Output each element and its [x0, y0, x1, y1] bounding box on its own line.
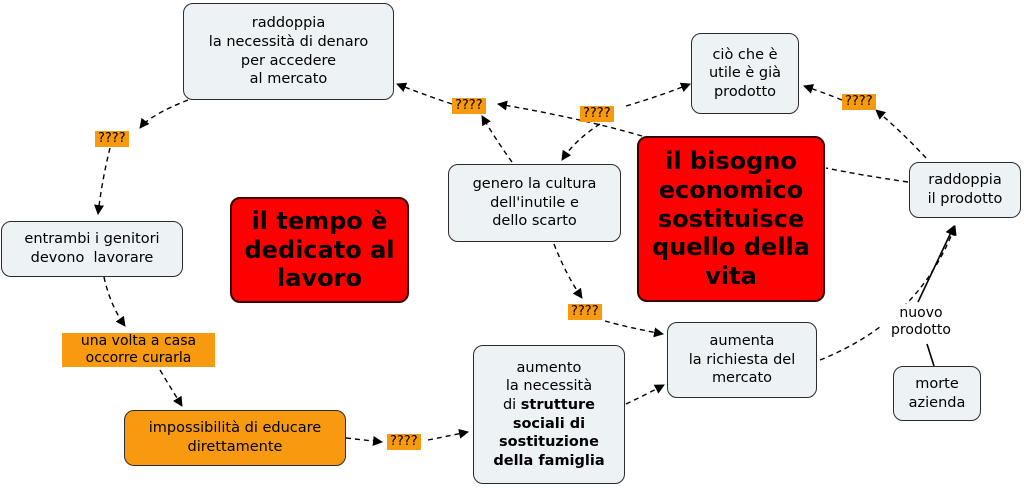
node-text-line: il prodotto	[927, 191, 1003, 207]
edge-q6-to-cio	[803, 84, 843, 101]
node-text-line: la richiesta del	[688, 351, 796, 368]
edge-raddoppia-to-q1	[139, 99, 189, 129]
node-genero-cultura[interactable]: genero la cultura dell'inutile e dello s…	[448, 164, 621, 242]
link-label-nuovo-prodotto[interactable]: nuovo prodotto	[880, 304, 962, 340]
node-text-line: morte	[915, 375, 959, 392]
edge-q3-to-aumenta	[604, 320, 664, 338]
node-text-line: sostituzione	[499, 434, 599, 451]
node-text-line: dedicato al	[244, 235, 395, 264]
link-label-volta-casa[interactable]: una volta a casa occorre curarla	[62, 333, 215, 367]
link-label-line: prodotto	[891, 322, 951, 338]
node-text-line: raddoppia	[251, 15, 326, 32]
edge-prodotto-to-q6	[875, 109, 927, 159]
node-aumento-necessita-strutture[interactable]: aumento la necessità di strutture social…	[473, 345, 625, 484]
node-text-line: al mercato	[249, 71, 328, 88]
node-text-line: entrambi i genitori	[24, 231, 160, 248]
node-text-line: la necessità	[505, 378, 593, 395]
node-text-line: lavoro	[277, 264, 362, 293]
node-entrambi-genitori[interactable]: entrambi i genitori devono lavorare	[1, 221, 183, 277]
node-text-line: raddoppia	[928, 172, 1002, 189]
edge-morte-to-nuovo	[926, 343, 935, 367]
link-label-q1[interactable]: ????	[95, 131, 129, 147]
edge-aumento-to-aumenta	[625, 384, 665, 405]
node-text-line: dell'inutile e	[490, 194, 579, 211]
node-cio-che-utile[interactable]: ciò che è utile è già prodotto	[691, 33, 799, 114]
edge-impossibilita-to-q2	[345, 436, 383, 446]
node-text-fragment: di	[502, 396, 521, 413]
node-aumenta-richiesta-mercato[interactable]: aumenta la richiesta del mercato	[667, 322, 817, 398]
node-text-line: sostituisce	[657, 204, 805, 233]
edge-q4-to-raddoppia	[396, 82, 453, 105]
node-text-line: quello della	[652, 233, 810, 262]
edge-genero-to-q3	[553, 243, 583, 299]
node-text-line: aumenta	[709, 333, 775, 350]
node-tempo-dedicato-lavoro[interactable]: il tempo è dedicato al lavoro	[230, 197, 409, 303]
node-text-line: impossibilità di educare	[148, 420, 322, 437]
node-text-line: di strutture	[493, 396, 604, 415]
edge-q1-to-entrambi	[94, 147, 111, 215]
edge-q5-to-genero	[561, 123, 601, 161]
node-text-line: genero la cultura	[472, 176, 597, 193]
node-text-line: economico	[658, 175, 804, 204]
node-text-line: dello scarto	[492, 213, 577, 230]
node-text-line: della famiglia	[493, 452, 605, 469]
node-text-line: il tempo è	[251, 206, 388, 235]
node-text-line: utile è già	[708, 65, 782, 82]
link-label-line: nuovo	[899, 305, 943, 321]
edge-bisogno-to-q4	[497, 100, 643, 137]
link-label-line: occorre curarla	[85, 350, 192, 366]
edge-volta-to-impossibilita	[159, 369, 183, 407]
node-text-line: mercato	[711, 370, 773, 387]
link-label-q4[interactable]: ????	[452, 98, 486, 114]
node-text-line: devono lavorare	[30, 250, 154, 266]
link-label-line: una volta a casa	[80, 333, 197, 349]
node-text-line: aumento	[516, 359, 582, 376]
node-text-line: il bisogno	[665, 147, 797, 175]
link-label-q2[interactable]: ????	[387, 434, 421, 450]
node-morte-azienda[interactable]: morte azienda	[893, 366, 981, 421]
node-raddoppia-necessita-denaro[interactable]: raddoppia la necessità di denaro per acc…	[183, 3, 394, 100]
link-label-q6[interactable]: ????	[842, 94, 876, 110]
node-bisogno-economico[interactable]: il bisogno economico sostituisce quello …	[637, 136, 825, 302]
node-text-bold: strutture	[520, 396, 596, 413]
node-raddoppia-prodotto[interactable]: raddoppia il prodotto	[909, 162, 1021, 218]
node-text-line: vita	[705, 262, 757, 291]
node-text-line: per accedere	[240, 52, 337, 69]
node-text-line: direttamente	[187, 439, 283, 455]
node-text-line: ciò che è	[712, 46, 778, 63]
node-text-line: la necessità di denaro	[208, 33, 369, 50]
edge-genero-to-q4	[481, 115, 513, 163]
node-text-line: sociali di	[512, 415, 586, 432]
node-impossibilita-educare[interactable]: impossibilità di educare direttamente	[124, 410, 346, 466]
edge-q5-to-cio	[625, 82, 691, 107]
edge-prodotto-to-bisogno	[825, 167, 909, 183]
edge-nuovo-to-raddoppia-prodotto	[917, 225, 955, 303]
edge-q2-to-aumento	[427, 428, 469, 441]
node-text-line: prodotto	[713, 83, 777, 100]
link-label-q3[interactable]: ????	[568, 304, 602, 320]
edge-entrambi-to-volta	[103, 276, 126, 327]
node-text-line: azienda	[908, 394, 966, 411]
link-label-q5[interactable]: ????	[580, 106, 614, 122]
